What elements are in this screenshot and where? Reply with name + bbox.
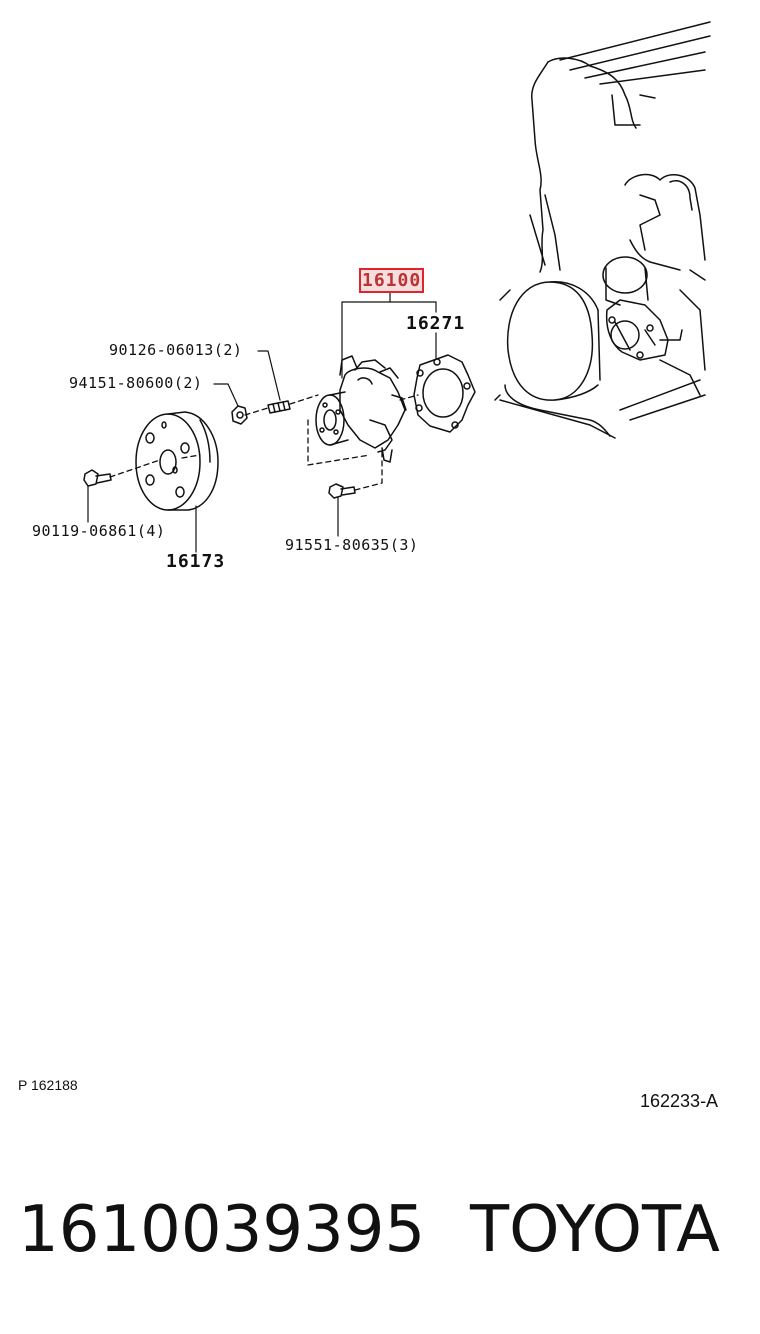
part-label-nut[interactable]: 94151-80600(2): [69, 374, 203, 392]
part-label-gasket[interactable]: 16271: [406, 313, 466, 334]
part-label-pump-bolt[interactable]: 91551-80635(3): [285, 536, 419, 554]
part-label-pulley[interactable]: 16173: [166, 551, 226, 572]
illustration-code: 162233-A: [640, 1091, 719, 1111]
page-code: P 162188: [18, 1077, 78, 1093]
gasket-illustration: [413, 354, 476, 433]
part-label-pulley-bolt[interactable]: 90119-06861(4): [32, 522, 166, 540]
highlight-box[interactable]: 16100: [359, 268, 425, 293]
leader-lines: [87, 292, 437, 553]
part-label-stud[interactable]: 90126-06013(2): [109, 341, 243, 359]
caption-brand: TOYOTA: [470, 1193, 720, 1267]
caption-part-number: 1610039395: [18, 1193, 426, 1267]
stud-illustration: [267, 400, 291, 414]
part-label-water-pump[interactable]: 16100: [359, 268, 425, 293]
pulley-bolt-illustration: [83, 469, 112, 487]
assembly-dashed-lines: [109, 394, 419, 491]
pump-bolt-illustration: [328, 483, 356, 499]
pulley-illustration: [135, 411, 219, 511]
engine-block-outline: [494, 21, 711, 439]
water-pump-illustration: [315, 355, 407, 463]
